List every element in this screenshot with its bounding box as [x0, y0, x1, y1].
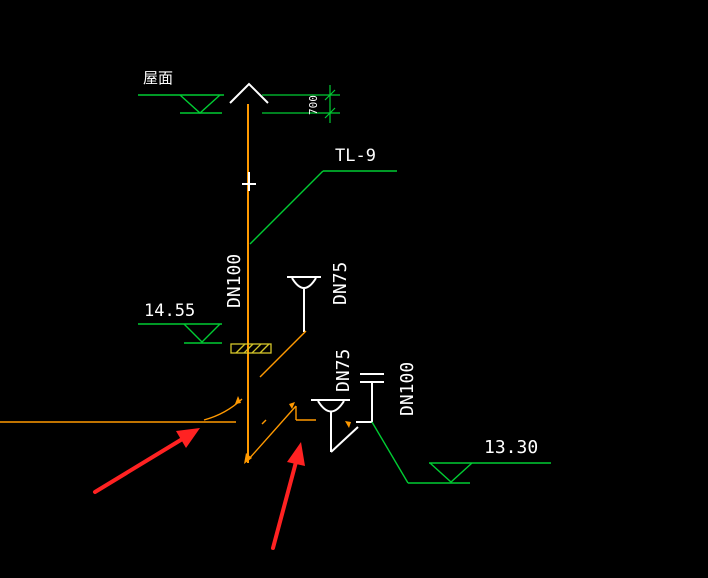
branch-pipe-upper — [259, 330, 307, 378]
branch-size-lower-label: DN75 — [333, 349, 354, 392]
level-marker-lower — [429, 462, 551, 483]
pipe-collar-hatch — [230, 343, 272, 354]
fixture-trap-lower — [311, 399, 359, 453]
annotation-arrow-left — [93, 428, 200, 494]
riser-tick-mark — [242, 172, 256, 191]
roof-level-marker — [138, 94, 224, 114]
level-lower-label: 13.30 — [484, 437, 538, 458]
fixture-right-stub — [356, 373, 384, 423]
branch-size-right-label: DN100 — [397, 362, 418, 416]
roof-dimension-text: 700 — [307, 95, 320, 115]
roof-dimension — [262, 85, 340, 123]
riser-id-label: TL-9 — [335, 146, 376, 166]
vent-cap-icon — [229, 82, 269, 104]
horizontal-drain-pipe — [0, 398, 316, 461]
roof-label: 屋面 — [143, 69, 173, 87]
riser-leader-line — [249, 170, 397, 245]
branch-size-upper-label: DN75 — [330, 262, 351, 305]
fixture-trap-upper — [287, 276, 321, 332]
riser-size-label: DN100 — [224, 254, 245, 308]
annotation-arrow-right — [271, 442, 305, 550]
lower-level-leader — [371, 421, 470, 484]
flow-arrowheads — [235, 396, 351, 464]
level-marker-upper — [138, 323, 222, 344]
level-upper-label: 14.55 — [144, 301, 195, 321]
